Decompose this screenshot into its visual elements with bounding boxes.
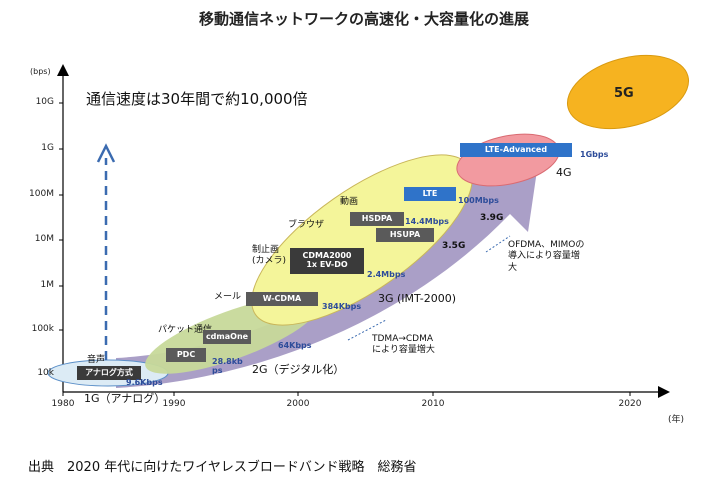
- x-tick-label: 2000: [286, 399, 310, 409]
- tech-box-hsdpa: HSDPA: [350, 212, 404, 226]
- speed-label: 1Gbps: [580, 150, 609, 159]
- gen-label-3-9g: 3.9G: [480, 213, 504, 223]
- x-tick-label: 1990: [162, 399, 186, 409]
- y-tick-label: 100k: [31, 324, 54, 334]
- gen-label-2g: 2G（デジタル化）: [252, 363, 345, 376]
- tech-box-pdc: PDC: [166, 348, 206, 362]
- y-tick-label: 10G: [35, 97, 54, 107]
- speed-label: 2.4Mbps: [367, 270, 406, 279]
- tech-box-lte-advanced: LTE-Advanced: [460, 143, 572, 157]
- speed-label: 28.8kb ps: [212, 357, 243, 376]
- service-mail: メール: [214, 292, 242, 302]
- speed-label: 64Kbps: [278, 341, 312, 350]
- y-tick-label: 100M: [29, 189, 54, 199]
- source-citation: 出典 2020 年代に向けたワイヤレスブロードバンド戦略 総務省: [28, 460, 417, 475]
- speed-label: 100Mbps: [458, 196, 499, 205]
- note-tdma-cdma: TDMA→CDMA により容量増大: [372, 334, 435, 356]
- tech-box-lte: LTE: [404, 187, 456, 201]
- x-tick-label: 1980: [51, 399, 75, 409]
- x-tick-label: 2010: [421, 399, 445, 409]
- gen-label-1g: 1G（アナログ）: [84, 392, 166, 405]
- y-tick-label: 10M: [34, 234, 54, 244]
- tech-box-wcdma: W-CDMA: [246, 292, 318, 306]
- dashed-arrow-head: [96, 143, 116, 163]
- y-tick-label: 10k: [37, 368, 54, 378]
- tech-box-hsupa: HSUPA: [376, 228, 434, 242]
- service-browser: ブラウザ: [288, 220, 325, 230]
- diagram-title: 移動通信ネットワークの高速化・大容量化の進展: [198, 10, 529, 28]
- service-video: 動画: [340, 197, 359, 207]
- ofdma-note-arrow: [485, 235, 511, 253]
- gen-label-3g: 3G (IMT-2000): [378, 292, 457, 305]
- x-axis-unit: (年): [668, 415, 685, 425]
- tech-box-analog: アナログ方式: [77, 366, 141, 380]
- speed-label: 9.6Kbps: [126, 378, 163, 387]
- note-ofdma-mimo: OFDMA、MIMOの 導入により容量増 大: [508, 240, 585, 273]
- g5-ellipse: [566, 54, 690, 130]
- speed-label: 384Kbps: [322, 302, 362, 311]
- tech-box-cdmaone: cdmaOne: [203, 330, 251, 344]
- service-packet: パケット通信: [158, 325, 213, 335]
- gen-label-3-5g: 3.5G: [442, 241, 466, 251]
- y-tick-label: 1M: [40, 280, 55, 290]
- service-voice: 音声: [87, 355, 106, 365]
- gen-label-5g: 5G: [614, 86, 634, 101]
- gen-label-4g: 4G: [556, 166, 572, 179]
- headline: 通信速度は30年間で約10,000倍: [86, 90, 308, 108]
- tdma-note-arrow: [347, 319, 387, 341]
- y-tick-label: 1G: [41, 143, 54, 153]
- speed-label: 14.4Mbps: [405, 217, 449, 226]
- x-tick-label: 2020: [618, 399, 642, 409]
- tech-box-cdma2000: CDMA2000 1x EV-DO: [290, 248, 364, 274]
- y-axis-unit: (bps): [30, 67, 51, 76]
- service-camera: 制止画 (カメラ): [252, 245, 287, 266]
